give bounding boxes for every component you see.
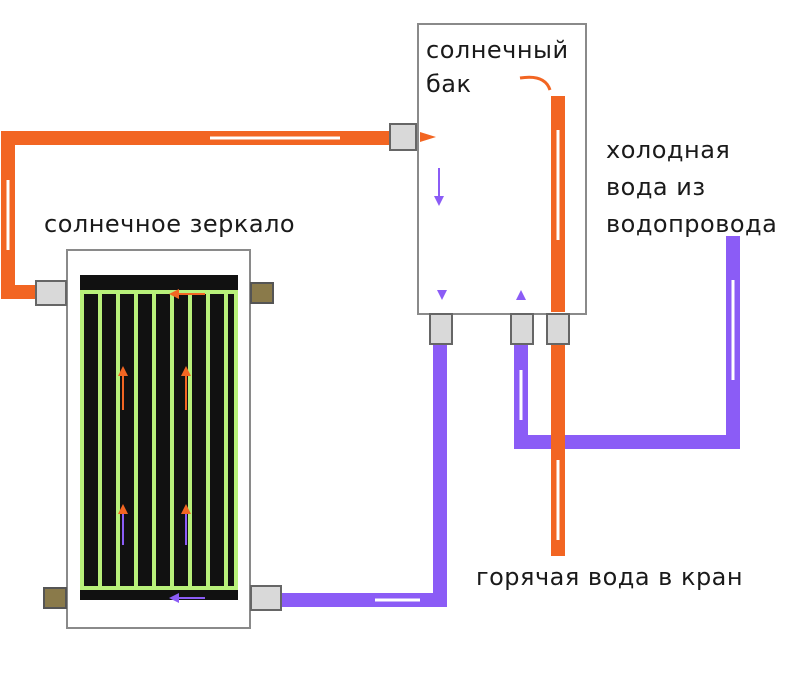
tank-down-arrow-head	[434, 196, 444, 206]
cold-pipe-tank-to-collector	[282, 340, 447, 607]
tank-bottom-arrow-1	[437, 290, 447, 300]
collector-tubes	[80, 290, 238, 590]
tank-fitting-cold-in	[510, 313, 534, 345]
tank-label-line2: бак	[426, 70, 472, 98]
collector-fitting-top-right	[250, 282, 274, 304]
tank-label-line1: солнечный	[426, 36, 569, 64]
hot-water-label: горячая вода в кран	[476, 563, 744, 591]
solar-mirror-label: солнечное зеркало	[44, 210, 296, 238]
tank-inlet-fitting	[389, 123, 417, 151]
tank-inlet-arrow	[420, 132, 436, 142]
tank-fitting-hot-out	[546, 313, 570, 345]
tank-bottom-arrow-2	[516, 290, 526, 300]
collector-fitting-bottom-left	[43, 587, 67, 609]
collector-absorber	[80, 275, 238, 600]
cold-water-label-line2: вода из	[606, 173, 706, 201]
cold-water-label-line3: водопровода	[606, 210, 778, 238]
cold-water-label-line1: холодная	[606, 136, 731, 164]
collector-arrows	[118, 289, 205, 603]
tank-curve-arrow	[519, 75, 552, 91]
collector-fitting-top-left	[35, 280, 67, 306]
collector-fitting-bottom-right	[250, 585, 282, 611]
tank-fitting-cold-out	[429, 313, 453, 345]
